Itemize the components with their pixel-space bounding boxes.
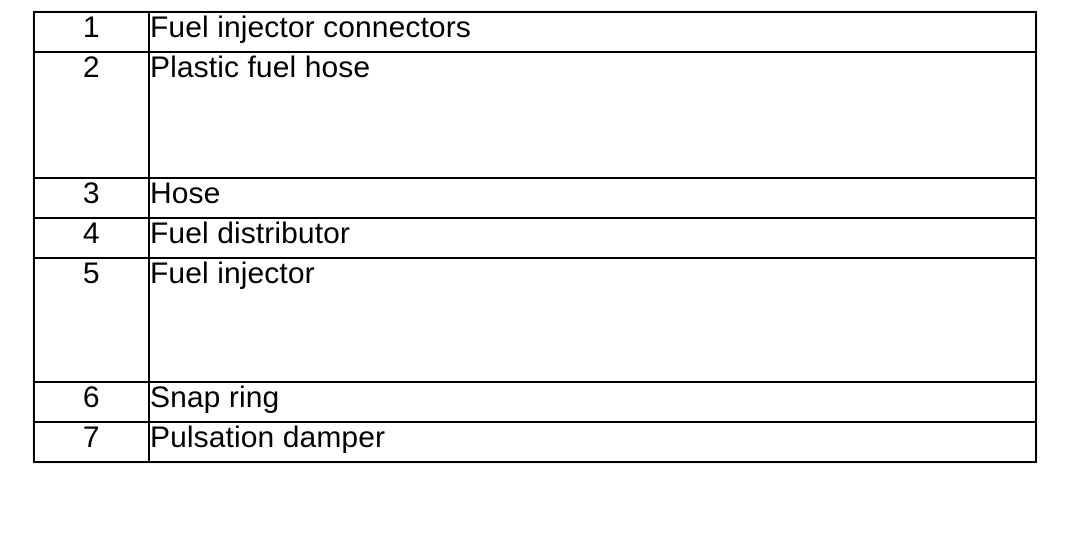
table-row: 2 Plastic fuel hose <box>33 51 1037 179</box>
part-description-cell: Fuel distributor <box>148 217 1037 259</box>
table-body: 1 Fuel injector connectors 2 Plastic fue… <box>33 11 1037 463</box>
table-row: 3 Hose <box>33 177 1037 219</box>
table-row: 4 Fuel distributor <box>33 217 1037 259</box>
parts-legend-table: 1 Fuel injector connectors 2 Plastic fue… <box>33 11 1037 463</box>
table-row: 1 Fuel injector connectors <box>33 11 1037 53</box>
part-number-cell: 1 <box>33 11 150 53</box>
part-description-cell: Fuel injector <box>148 257 1037 383</box>
part-number-cell: 3 <box>33 177 150 219</box>
part-number-cell: 5 <box>33 257 150 383</box>
part-number-cell: 7 <box>33 421 150 463</box>
part-number-cell: 6 <box>33 381 150 423</box>
part-description-cell: Snap ring <box>148 381 1037 423</box>
part-description-cell: Pulsation damper <box>148 421 1037 463</box>
part-description-cell: Plastic fuel hose <box>148 51 1037 179</box>
table-row: 6 Snap ring <box>33 381 1037 423</box>
part-number-cell: 4 <box>33 217 150 259</box>
part-description-cell: Hose <box>148 177 1037 219</box>
table-row: 5 Fuel injector <box>33 257 1037 383</box>
part-number-cell: 2 <box>33 51 150 179</box>
part-description-cell: Fuel injector connectors <box>148 11 1037 53</box>
table-row: 7 Pulsation damper <box>33 421 1037 463</box>
